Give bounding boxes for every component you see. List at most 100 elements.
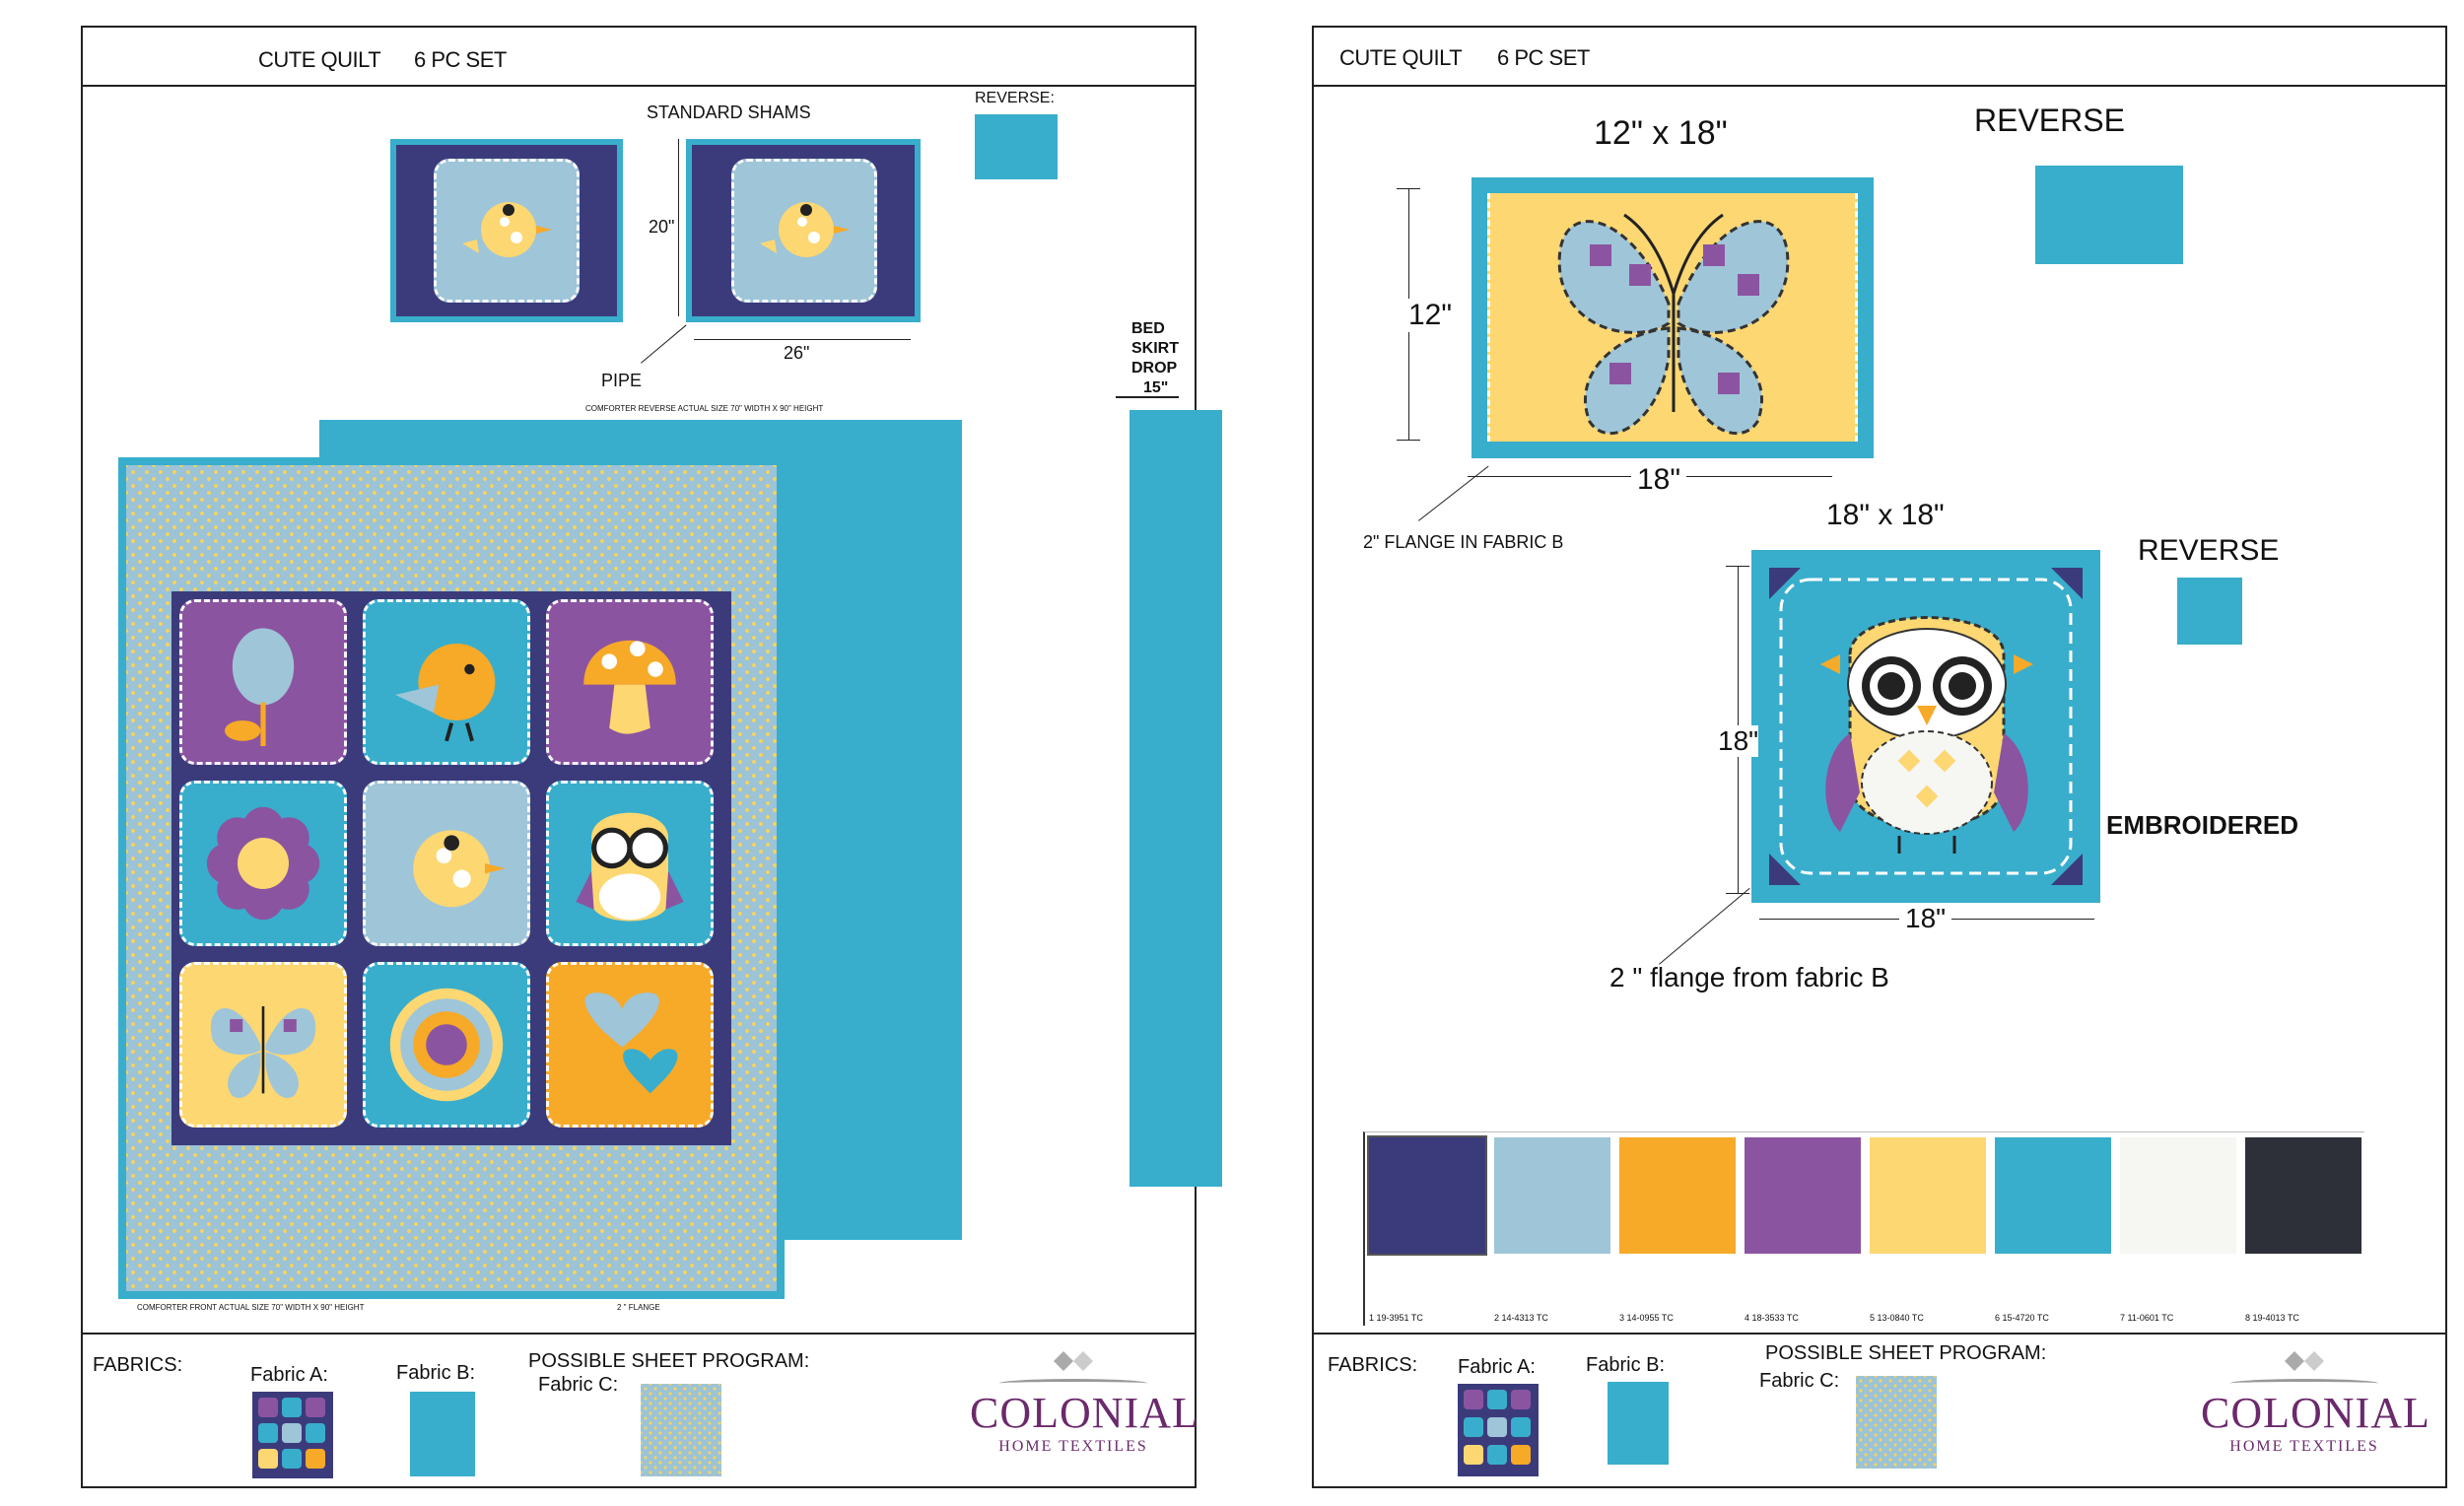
sham-width-line xyxy=(694,339,911,340)
palette-swatch xyxy=(1995,1137,2111,1254)
right-footer: FABRICS: Fabric A: Fabric B: POSSIBLE SH… xyxy=(1314,1333,2445,1486)
pillow-1-size: 12" x 18" xyxy=(1594,114,1728,152)
quilt-tile xyxy=(179,599,347,765)
quilt-tile xyxy=(546,599,714,765)
right-reverse-1-label: REVERSE xyxy=(1974,103,2125,138)
palette-swatch xyxy=(1494,1137,1610,1254)
right-set: 6 PC SET xyxy=(1497,45,1590,70)
right-fabric-c-swatch xyxy=(1856,1376,1937,1469)
pillow-1-height-dim: 12" xyxy=(1408,299,1453,332)
mushroom-icon xyxy=(583,640,676,734)
bedskirt-rule xyxy=(1116,396,1179,398)
flange-2-label: 2 " flange from fabric B xyxy=(1609,962,1889,993)
fabric-a-swatch xyxy=(252,1392,333,1478)
flange-1-leader xyxy=(1418,465,1489,521)
logo-brand: COLONIAL xyxy=(2201,1389,2430,1437)
hearts-icon xyxy=(584,993,678,1094)
left-set: 6 PC SET xyxy=(414,47,507,72)
right-title: CUTE QUILT xyxy=(1339,45,1463,70)
right-fabric-b-label: Fabric B: xyxy=(1586,1354,1666,1376)
bedskirt-line-2: DROP xyxy=(1131,360,1178,376)
comforter-front xyxy=(118,457,785,1299)
palette-swatch xyxy=(1367,1135,1487,1256)
right-fabric-b-swatch xyxy=(1608,1382,1669,1465)
fabric-c-label: Fabric C: xyxy=(538,1374,619,1396)
palette-box xyxy=(1363,1131,2364,1326)
right-spec-sheet: CUTE QUILT 6 PC SET 12" x 18" REVERSE 12… xyxy=(1312,26,2447,1488)
comforter-front-caption: COMFORTER FRONT ACTUAL SIZE 70" WIDTH X … xyxy=(137,1303,365,1312)
pillow-1-height-tick-top xyxy=(1397,188,1420,189)
palette-code: 4 18-3533 TC xyxy=(1745,1313,1799,1323)
fabric-b-label: Fabric B: xyxy=(396,1362,476,1384)
pillow-2-height-tick-top xyxy=(1726,566,1749,567)
owl-pillow xyxy=(1751,550,2100,903)
palette-code: 5 13-0840 TC xyxy=(1870,1313,1924,1323)
sham-height-dim: 20" xyxy=(649,217,675,237)
logo-sub: HOME TEXTILES xyxy=(998,1438,1148,1455)
comforter-reverse-caption: COMFORTER REVERSE ACTUAL SIZE 70" WIDTH … xyxy=(585,404,824,413)
embroidered-label: EMBROIDERED xyxy=(2106,810,2299,840)
sham-height-line xyxy=(678,139,679,316)
palette-code: 3 14-0955 TC xyxy=(1619,1313,1674,1323)
chick-icon xyxy=(731,159,877,303)
left-reverse-swatch xyxy=(975,114,1058,179)
palette-swatch xyxy=(1870,1137,1986,1254)
quilt-tile-grid xyxy=(171,591,731,1145)
logo-swoosh xyxy=(2230,1379,2378,1388)
left-footer: FABRICS: Fabric A: Fabric B: POSSIBLE SH… xyxy=(83,1333,1198,1486)
sham-1 xyxy=(390,139,623,322)
right-header: CUTE QUILT 6 PC SET xyxy=(1314,28,2445,87)
pillow-2-size: 18" x 18" xyxy=(1826,499,1945,531)
right-sheet-program-label: POSSIBLE SHEET PROGRAM: xyxy=(1765,1342,2047,1364)
quilt-tile xyxy=(179,781,347,946)
right-reverse-1-swatch xyxy=(2035,166,2183,264)
sham-2 xyxy=(686,139,921,322)
shams-label: STANDARD SHAMS xyxy=(647,103,811,122)
bedskirt-label: BED SKIRT DROP 15" xyxy=(1131,319,1195,398)
right-fabric-a-label: Fabric A: xyxy=(1458,1356,1536,1378)
palette-code: 2 14-4313 TC xyxy=(1494,1313,1548,1323)
colonial-logo-left: COLONIAL HOME TEXTILES xyxy=(970,1348,1198,1456)
chick-icon xyxy=(434,159,580,303)
left-spec-sheet: CUTE QUILT 6 PC SET STANDARD SHAMS REVER… xyxy=(81,26,1222,1488)
sunflower-icon xyxy=(389,988,504,1102)
owl-icon xyxy=(1820,616,2033,854)
right-reverse-2-label: REVERSE xyxy=(2138,534,2280,567)
logo-mark-icon xyxy=(1054,1351,1093,1371)
chick-icon xyxy=(462,202,552,257)
sham-width-dim: 26" xyxy=(784,343,810,363)
palette-swatch xyxy=(2120,1137,2236,1254)
quilt-tile xyxy=(363,599,530,765)
butterfly-pillow xyxy=(1472,177,1874,458)
owl-icon xyxy=(576,812,684,922)
quilt-tile xyxy=(363,781,530,946)
pillow-1-height-tick-bot xyxy=(1397,440,1420,441)
palette-swatch xyxy=(2245,1137,2361,1254)
flange-1-label: 2" FLANGE IN FABRIC B xyxy=(1363,532,1564,552)
palette-swatch xyxy=(1619,1137,1736,1254)
butterfly-icon xyxy=(210,1006,316,1099)
left-header: CUTE QUILT 6 PC SET xyxy=(83,28,1195,87)
pillow-2-width-dim: 18" xyxy=(1899,903,1952,934)
bedskirt-line-3: 15" xyxy=(1143,379,1169,396)
palette-code: 8 19-4013 TC xyxy=(2245,1313,2299,1323)
fabric-b-swatch xyxy=(410,1392,475,1476)
tulip-icon xyxy=(225,628,295,746)
bedskirt-panel xyxy=(1129,410,1222,1187)
fabric-c-swatch xyxy=(641,1384,721,1476)
quilt-tile xyxy=(546,962,714,1128)
palette-code: 6 15-4720 TC xyxy=(1995,1313,2049,1323)
color-palette: 1 19-3951 TC 2 14-4313 TC 3 14-0955 TC 4 18… xyxy=(1367,1135,2364,1335)
sheet-program-label: POSSIBLE SHEET PROGRAM: xyxy=(528,1350,810,1372)
quilt-tile xyxy=(546,781,714,946)
fabrics-label: FABRICS: xyxy=(93,1354,183,1376)
quilt-tile xyxy=(179,962,347,1128)
pipe-label: PIPE xyxy=(601,371,643,390)
chick-icon xyxy=(413,830,506,908)
palette-code: 1 19-3951 TC xyxy=(1369,1313,1423,1323)
logo-mark-icon xyxy=(2285,1351,2324,1371)
palette-code: 7 11-0601 TC xyxy=(2120,1313,2174,1323)
right-fabric-c-label: Fabric C: xyxy=(1759,1370,1840,1392)
bird-icon xyxy=(395,644,496,742)
flange-2-leader xyxy=(1659,887,1750,965)
